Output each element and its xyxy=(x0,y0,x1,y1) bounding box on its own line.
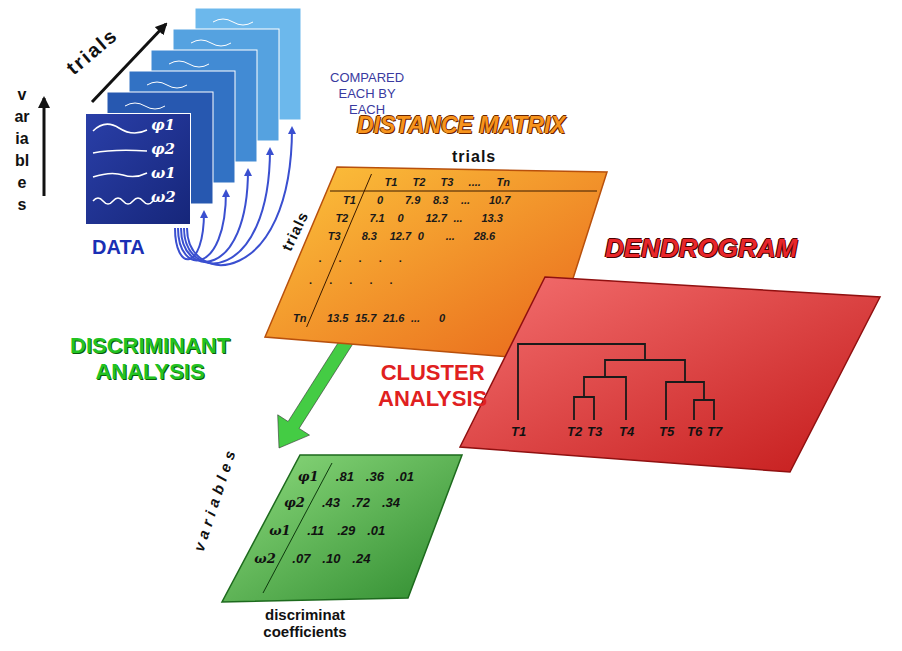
table-cell: 15.7 xyxy=(355,312,376,325)
table-cell: 8.3 xyxy=(433,194,448,207)
edge-label: CLUSTER ANALYSIS xyxy=(378,360,487,412)
coefficient-value: .07 xyxy=(292,552,310,567)
table-cell: 7.9 xyxy=(405,194,420,207)
table-header: T3 xyxy=(441,176,454,189)
coefficient-value: .81 xyxy=(336,470,354,485)
table-cell: T2 xyxy=(335,212,348,225)
leaf-label: T4 xyxy=(619,425,634,440)
axis-label: variables xyxy=(190,444,240,554)
variable-symbol: ω1 xyxy=(151,165,176,182)
table-cell: 28.6 xyxy=(474,230,495,243)
coefficient-value: .01 xyxy=(367,524,385,539)
panel-caption: discriminat coefficients xyxy=(225,606,385,640)
leaf-label: T6 xyxy=(687,425,702,440)
flow-arrow xyxy=(278,334,355,449)
table-cell: 0 xyxy=(418,230,424,243)
coefficient-value: .10 xyxy=(322,552,340,567)
coefficient-value: .34 xyxy=(382,496,400,511)
table-cell: Tn xyxy=(293,312,306,325)
table-cell: 13.3 xyxy=(481,212,502,225)
coefficient-value: .29 xyxy=(337,524,355,539)
coefficient-value: .43 xyxy=(322,496,340,511)
table-cell: 0 xyxy=(377,194,383,207)
table-header: T2 xyxy=(413,176,426,189)
table-header: T1 xyxy=(385,176,398,189)
table-cell: ... xyxy=(461,194,470,207)
leaf-label: T3 xyxy=(587,425,602,440)
dendrogram-panel: DENDROGRAM T1 T2 T3 T4 T5 T6 T7 xyxy=(455,232,882,475)
coefficient-value: .72 xyxy=(352,496,370,511)
panel-title: DENDROGRAM xyxy=(605,234,797,264)
variable-symbol: φ2 xyxy=(151,141,175,158)
coefficients-panel: φ1 .81 .36 .01 φ2 .43 .72 .34 ω1 .11 .29 .01 ω2 .07 .1… xyxy=(195,448,475,648)
variable-symbol: ω1 xyxy=(269,524,290,539)
table-header: .... xyxy=(469,176,481,189)
table-cell: . . . . . xyxy=(318,252,402,265)
data-card: φ1 φ2 ω1 ω2 xyxy=(85,113,191,225)
table-cell: T3 xyxy=(328,230,341,243)
leaf-label: T1 xyxy=(511,425,526,440)
table-cell: 7.1 xyxy=(369,212,384,225)
note: COMPARED EACH BY EACH xyxy=(330,70,404,118)
variable-symbol: φ1 xyxy=(298,470,319,485)
table-cell: T1 xyxy=(343,194,356,207)
table-cell: ... xyxy=(453,212,462,225)
coefficient-value: .36 xyxy=(366,470,384,485)
axis-label: trials xyxy=(62,24,123,80)
table-cell: 8.3 xyxy=(362,230,377,243)
edge-label: DISCRIMINANT ANALYSIS xyxy=(70,333,230,385)
leaf-label: T7 xyxy=(707,425,722,440)
comparison-arrows xyxy=(175,128,292,265)
leaf-label: T5 xyxy=(659,425,674,440)
axis-label: variables xyxy=(14,84,30,216)
axis-label: trials xyxy=(452,148,496,166)
table-cell: ... xyxy=(446,230,455,243)
variables-axis-arrow xyxy=(43,98,46,196)
table-cell: . . . . . xyxy=(309,274,393,287)
coefficient-value: .24 xyxy=(352,552,370,567)
variable-symbol: ω2 xyxy=(151,189,176,206)
coefficient-value: .01 xyxy=(396,470,414,485)
leaf-label: T2 xyxy=(567,425,582,440)
table-header: Tn xyxy=(497,176,510,189)
table-cell: 10.7 xyxy=(489,194,510,207)
panel-title: DISTANCE MATRIX xyxy=(357,112,566,138)
table-cell: 12.7 xyxy=(390,230,411,243)
table-cell: ... xyxy=(411,312,420,325)
variable-symbol: ω2 xyxy=(254,552,275,567)
section-title: DATA xyxy=(92,236,145,259)
coefficient-value: .11 xyxy=(307,524,324,539)
table-cell: 0 xyxy=(397,212,403,225)
table-cell: 0 xyxy=(439,312,445,325)
variable-symbol: φ1 xyxy=(151,117,175,134)
table-cell: 13.5 xyxy=(327,312,348,325)
table-cell: 21.6 xyxy=(383,312,404,325)
table-cell: 12.7 xyxy=(425,212,446,225)
variable-symbol: φ2 xyxy=(284,496,305,511)
